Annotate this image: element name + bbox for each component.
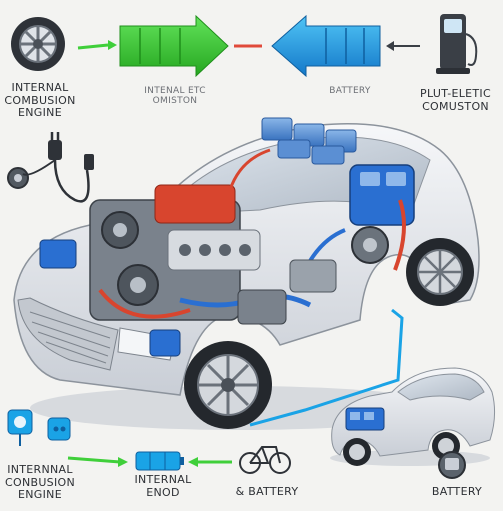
label-top-center-left: INTENAL ETC OMISTON (120, 86, 230, 107)
label-top-right-line1: PLUT-ELETIC (420, 87, 491, 100)
small-car-cutaway (330, 367, 496, 466)
label-bottom-center-right: & BATTERY (235, 485, 299, 498)
electric-motor-unit (237, 164, 415, 325)
charger-icon (7, 167, 29, 189)
small-green-arrow-2-icon (67, 456, 128, 467)
hv-cable (228, 148, 271, 191)
label-top-right: PLUT-ELETIC COMUSTON (408, 87, 503, 113)
label-top-center-left-line1: INTENAL ETC (144, 86, 206, 96)
engine-block (39, 184, 312, 357)
label-top-left-line2: COMBUSION (4, 93, 76, 107)
label-top-left-line1: INTERNAL (11, 81, 69, 94)
label-bottom-left-line1: INTERNNAL (7, 463, 73, 476)
small-grey-arrow-icon (386, 41, 420, 51)
bicycle-icon (239, 446, 291, 474)
label-bottom-left-line3: ENGINE (18, 488, 62, 502)
outlet-icon (47, 417, 71, 441)
socket-icon (7, 409, 33, 446)
label-top-right-line2: COMUSTON (422, 99, 489, 113)
small-green-arrow-icon (77, 40, 117, 50)
label-top-left-line3: ENGINE (18, 106, 62, 120)
charging-station-icon (436, 14, 478, 74)
connection-line (249, 308, 404, 427)
label-bottom-right: BATTERY (431, 485, 483, 498)
label-bottom-left: INTERNNAL CONBUSION ENGINE (0, 463, 80, 502)
label-bottom-center-line1: INTERNAL (134, 473, 192, 486)
label-top-center-right: BATTERY (329, 86, 371, 96)
label-bottom-center-line2: ENOD (146, 485, 180, 499)
plug-icon (22, 132, 94, 203)
label-top-left: INTERNAL COMBUSION ENGINE (0, 81, 80, 120)
main-car-cutaway (13, 117, 480, 430)
blue-arrow-icon (271, 14, 381, 78)
label-bottom-left-line2: CONBUSION (5, 475, 75, 489)
label-bottom-center: INTERNAL ENOD (118, 473, 208, 499)
green-arrow-icon (119, 14, 229, 78)
roof-battery-pack (261, 117, 357, 165)
wheel-icon (11, 17, 65, 71)
battery-cell-icon (135, 451, 184, 471)
battery-pack-icon (438, 451, 466, 479)
label-top-center-left-line2: OMISTON (152, 96, 198, 107)
small-green-arrow-3-icon (188, 457, 232, 467)
